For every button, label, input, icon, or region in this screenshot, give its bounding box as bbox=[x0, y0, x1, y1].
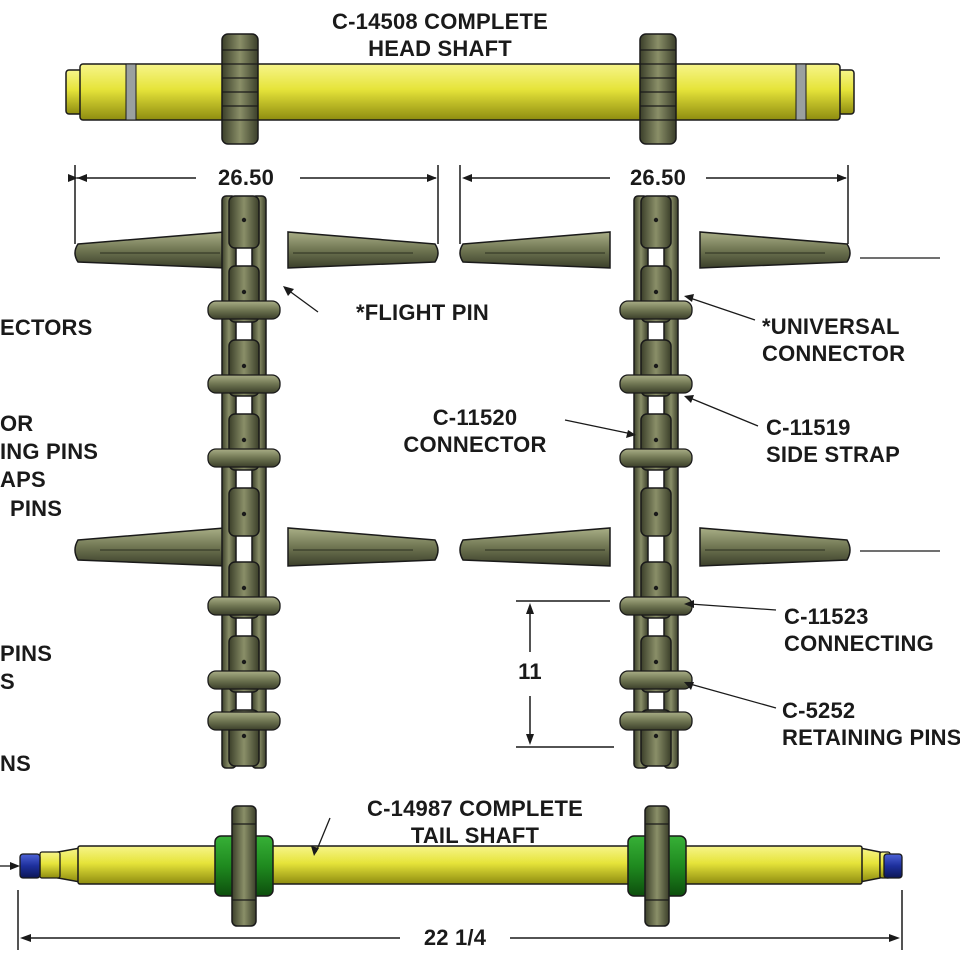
length-dimension-tail bbox=[17, 890, 903, 950]
tail-shaft-part: C-14987 COMPLETE bbox=[367, 796, 583, 821]
head-shaft-title: C-14508 COMPLETE HEAD SHAFT bbox=[290, 8, 590, 62]
left-callout-7: S bbox=[0, 669, 15, 694]
pitch-dimension bbox=[516, 600, 614, 748]
pitch-label: 11 bbox=[506, 658, 554, 685]
head-sprocket-right bbox=[639, 33, 677, 145]
universal-connector-label: *UNIVERSAL CONNECTOR bbox=[762, 314, 906, 366]
chain-right bbox=[459, 195, 940, 769]
chain-left bbox=[74, 195, 439, 769]
head-shaft-part: C-14508 COMPLETE bbox=[332, 9, 548, 34]
flight-right-lower bbox=[459, 527, 851, 567]
flight-pin-label: *FLIGHT PIN bbox=[356, 300, 489, 325]
right-bearing-nut bbox=[883, 853, 903, 879]
left-bearing-nut bbox=[19, 853, 41, 879]
retaining-pins-5252-label: C-5252 RETAINING PINS bbox=[782, 698, 960, 750]
tail-shaft-name: TAIL SHAFT bbox=[410, 823, 540, 848]
connector-11520-label: C-11520 CONNECTOR bbox=[403, 405, 547, 457]
tail-shaft-title: C-14987 COMPLETE TAIL SHAFT bbox=[320, 795, 630, 849]
tail-sprocket-right bbox=[627, 805, 687, 927]
left-callout-4: APS bbox=[0, 467, 46, 492]
left-callout-6: PINS bbox=[0, 641, 53, 666]
flight-right-upper bbox=[459, 231, 851, 269]
flight-left-lower bbox=[74, 527, 439, 567]
width-label-right: 26.50 bbox=[610, 164, 706, 191]
tail-shaft bbox=[0, 805, 903, 927]
head-shaft-name: HEAD SHAFT bbox=[368, 36, 512, 61]
left-callout-3: ING PINS bbox=[0, 439, 99, 464]
left-callout-2: OR bbox=[0, 411, 34, 436]
head-sprocket-left bbox=[221, 33, 259, 145]
left-callout-5: PINS bbox=[10, 496, 63, 521]
flight-left-upper bbox=[74, 231, 439, 269]
left-callout-8: NS bbox=[0, 751, 31, 776]
tail-sprocket-left bbox=[214, 805, 274, 927]
connecting-11523-label: C-11523 CONNECTING bbox=[784, 604, 934, 656]
tail-length-label: 22 1/4 bbox=[400, 924, 510, 951]
left-callout-1: ECTORS bbox=[0, 315, 93, 340]
width-dimension-left bbox=[68, 165, 439, 244]
width-label-left: 26.50 bbox=[196, 164, 296, 191]
head-shaft bbox=[65, 33, 855, 145]
width-dimension-right bbox=[459, 165, 849, 244]
side-strap-11519-label: C-11519 SIDE STRAP bbox=[766, 415, 901, 467]
